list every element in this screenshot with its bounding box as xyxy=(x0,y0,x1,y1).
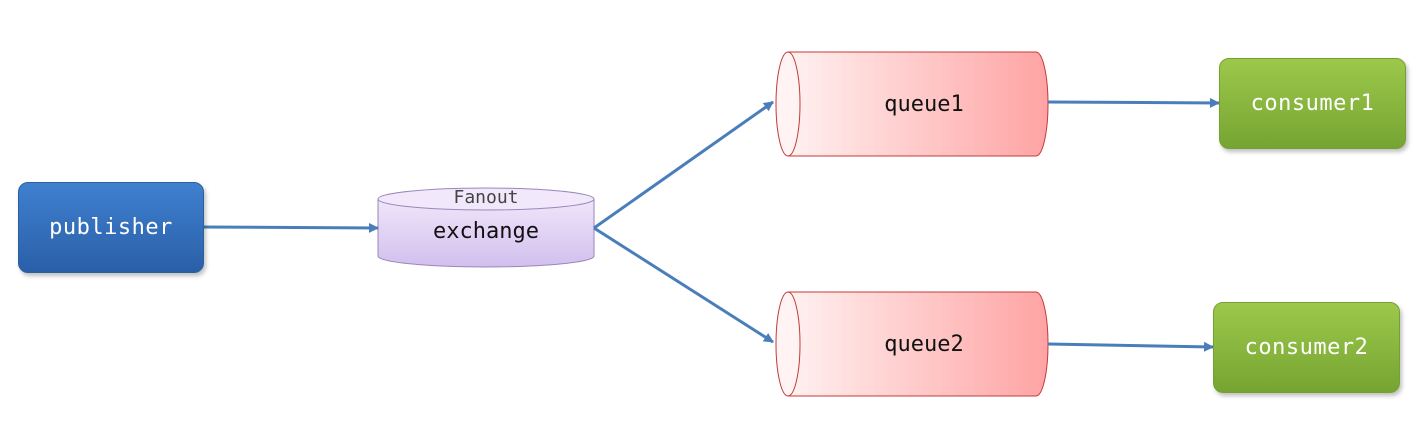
arrow-queue1-consumer1 xyxy=(1047,97,1220,108)
arrow-publisher-exchange xyxy=(201,222,379,233)
publisher-node: publisher xyxy=(18,182,204,273)
arrow-exchange-queue1 xyxy=(593,100,774,230)
queue2-node xyxy=(775,291,1049,397)
queue2-label: queue2 xyxy=(884,331,964,357)
queue1-label: queue1 xyxy=(884,91,964,117)
consumer2-label: consumer2 xyxy=(1244,335,1369,360)
consumer1-label: consumer1 xyxy=(1250,91,1375,116)
consumer2-node: consumer2 xyxy=(1213,302,1400,393)
arrow-queue2-consumer2 xyxy=(1047,341,1214,352)
publisher-label: publisher xyxy=(49,215,173,240)
exchange-type-label: Fanout xyxy=(453,187,519,208)
exchange-node xyxy=(377,187,595,268)
arrow-exchange-queue2 xyxy=(593,226,774,344)
consumer1-node: consumer1 xyxy=(1219,58,1406,149)
queue1-node xyxy=(775,51,1049,157)
exchange-label: exchange xyxy=(433,219,539,244)
